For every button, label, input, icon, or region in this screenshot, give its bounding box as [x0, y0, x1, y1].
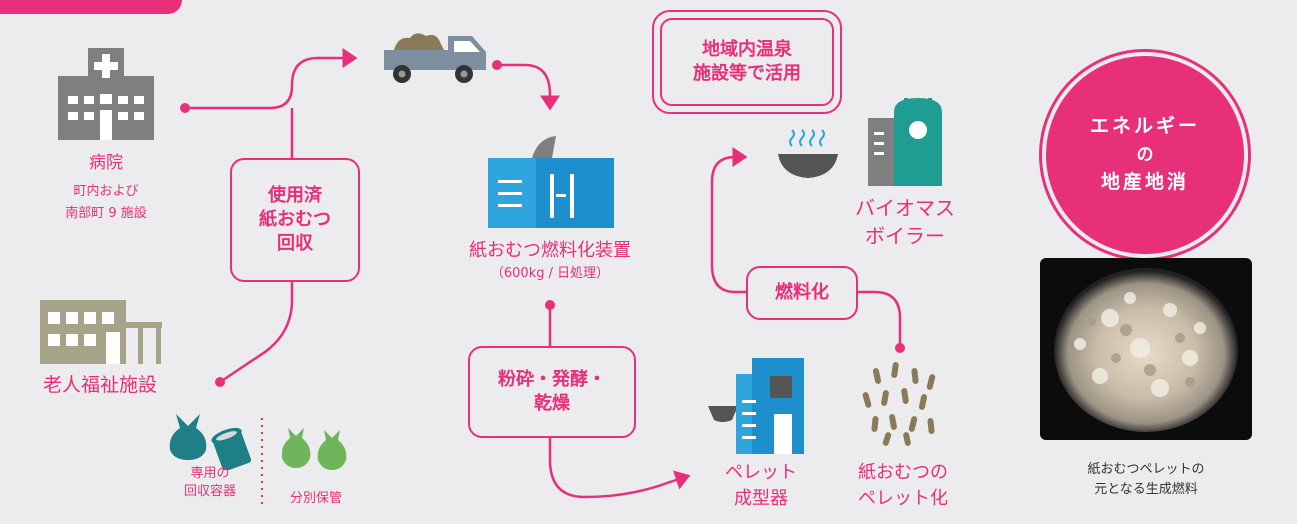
- green-bags-icon: [282, 428, 347, 470]
- hospital-detail-2: 南部町 9 施設: [65, 206, 147, 221]
- onsen-box: 地域内温泉 施設等で活用: [660, 18, 834, 106]
- fuel-device-icon: [488, 136, 614, 228]
- dedicated-line1: 専用の: [190, 466, 230, 481]
- pellet-fuel-photo: [1040, 258, 1252, 440]
- fuel-box: 燃料化: [746, 266, 858, 320]
- steam-bowl-icon: [778, 129, 838, 178]
- separate-label: 分別保管: [289, 491, 342, 506]
- photo-caption-2: 元となる生成燃料: [1094, 482, 1198, 497]
- process-line2: 乾燥: [534, 393, 570, 414]
- hospital-dot: [180, 103, 190, 113]
- collection-line1: 使用済: [268, 184, 322, 206]
- device-capacity: （600kg / 日処理）: [490, 266, 610, 281]
- collection-line3: 回収: [277, 233, 313, 255]
- biomass-boiler-icon: [868, 98, 942, 186]
- collection-line2: 紙おむつ: [259, 208, 331, 230]
- dedicated-line2: 回収容器: [183, 484, 236, 499]
- elderly-dot: [215, 377, 225, 387]
- onsen-line1: 地域内温泉: [702, 38, 792, 60]
- collection-box: 使用済 紙おむつ 回収: [230, 158, 360, 282]
- process-line1: 粉砕・発酵・: [498, 368, 606, 390]
- bin-icon: [211, 427, 252, 470]
- pellet-machine-icon: [708, 358, 804, 454]
- onsen-box-outer: [652, 10, 842, 114]
- energy-line3: 地産地消: [1100, 171, 1189, 194]
- hospital-label: 病院: [89, 153, 123, 173]
- elderly-label: 老人福祉施設: [42, 374, 157, 396]
- bag-icon: [169, 414, 207, 460]
- hospital-detail-1: 町内および: [73, 184, 139, 199]
- energy-line1: エネルギー: [1089, 115, 1200, 138]
- truck-dot: [492, 60, 502, 70]
- truck-icon: [384, 33, 486, 83]
- pellets-icon: [862, 362, 936, 446]
- hospital-icon: [58, 48, 154, 140]
- nursing-home-icon: [40, 300, 162, 364]
- pellet-line1: 紙おむつの: [858, 462, 948, 483]
- pellet-machine-line2: 成型器: [734, 488, 788, 509]
- fuel-label: 燃料化: [775, 281, 829, 303]
- boiler-line1: バイオマス: [855, 196, 955, 220]
- energy-circle: エネルギー の 地産地消: [1046, 56, 1244, 254]
- onsen-line2: 施設等で活用: [693, 63, 801, 84]
- energy-line2: の: [1136, 144, 1154, 165]
- device-dot: [545, 300, 555, 310]
- header-tab: [0, 0, 182, 14]
- photo-caption-1: 紙おむつペレットの: [1087, 462, 1205, 477]
- pellet-line2: ペレット化: [858, 488, 948, 509]
- pellet-machine-line1: ペレット: [725, 462, 797, 483]
- process-box: 粉砕・発酵・ 乾燥: [468, 346, 636, 438]
- pellet-dot: [895, 343, 905, 353]
- boiler-line2: ボイラー: [865, 224, 945, 248]
- device-label: 紙おむつ燃料化装置: [469, 240, 631, 261]
